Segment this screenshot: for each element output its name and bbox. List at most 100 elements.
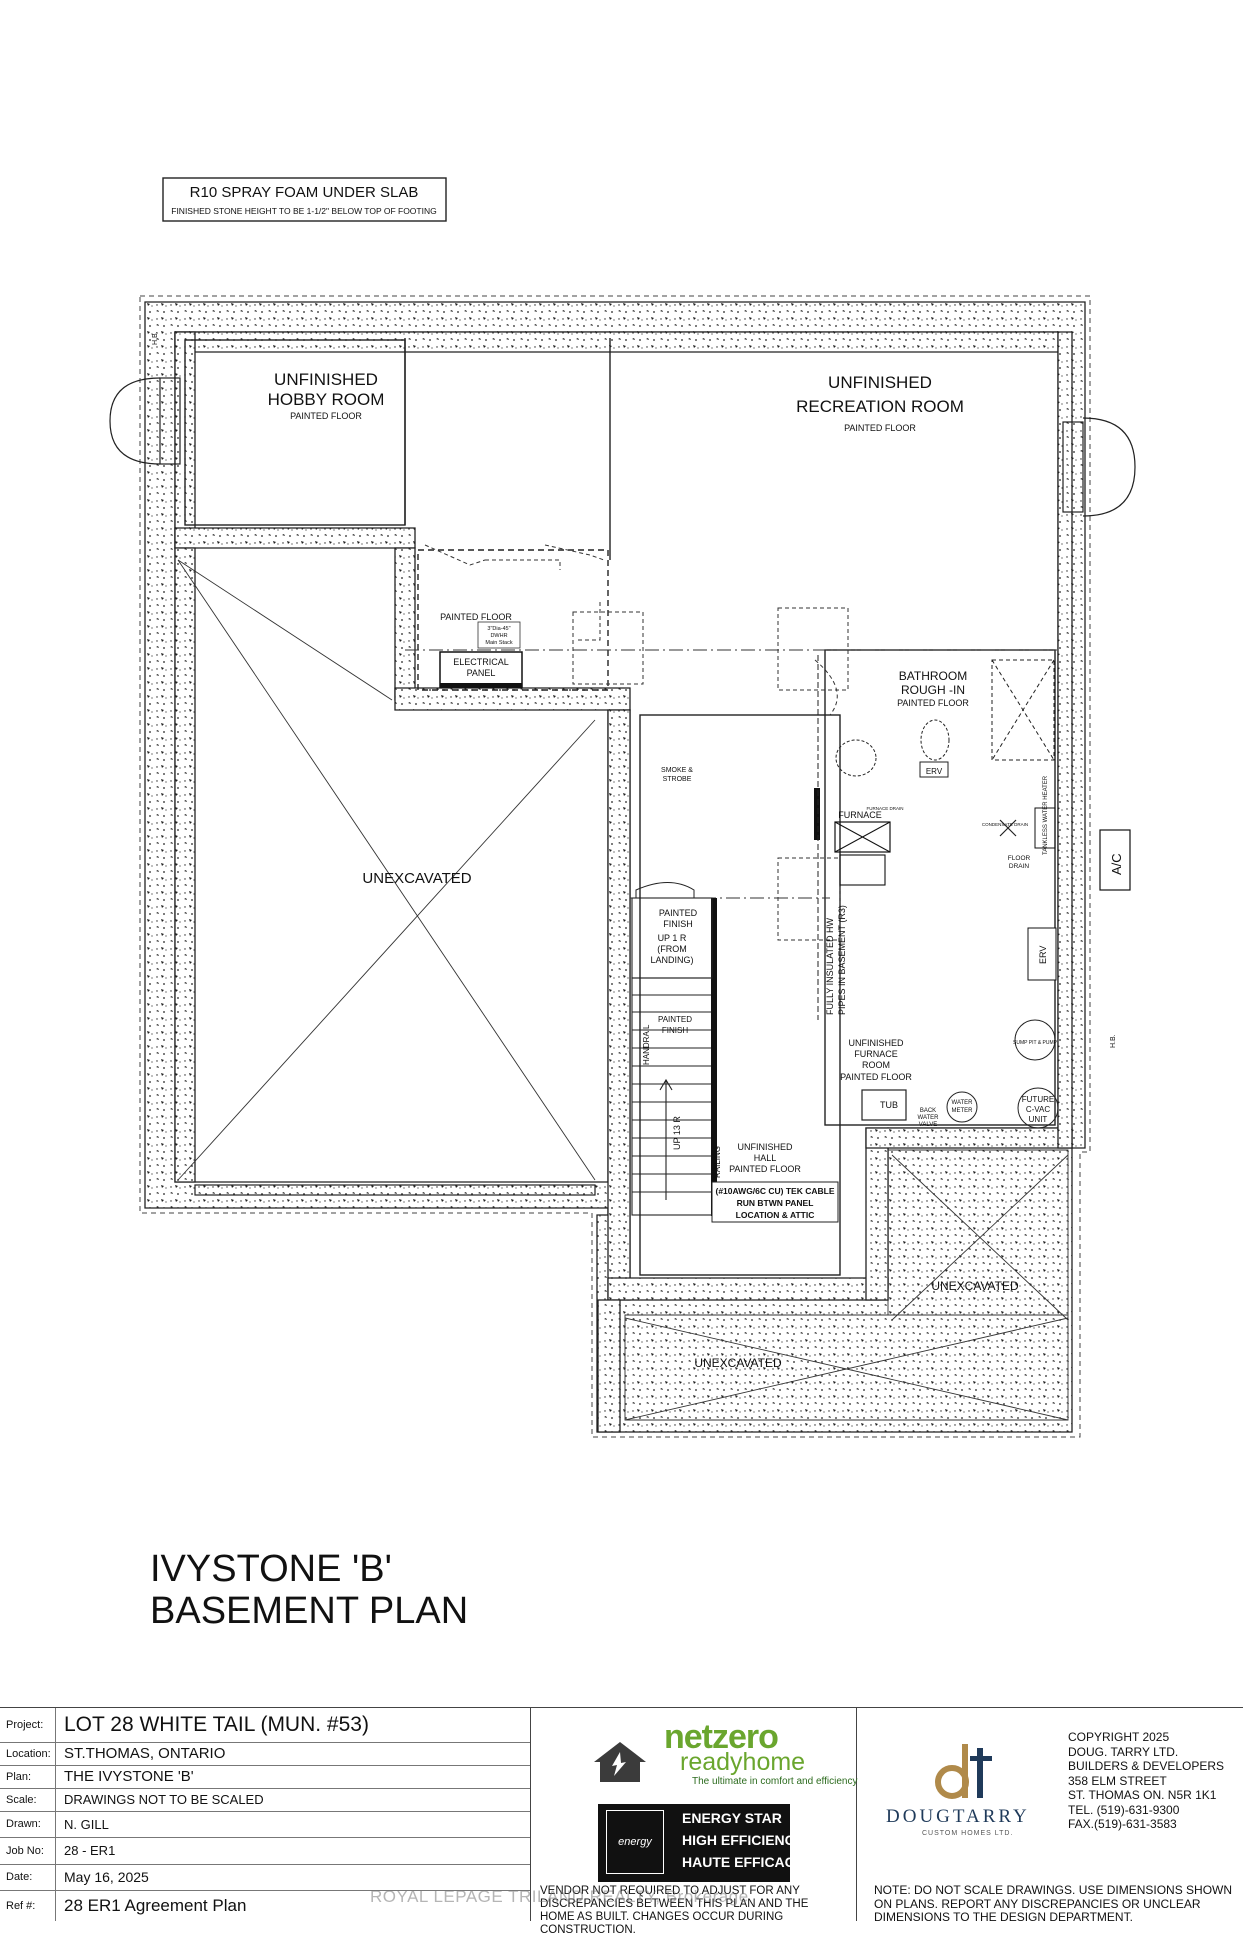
tb-key: Project:: [0, 1708, 56, 1742]
window-left: [109, 377, 181, 465]
railing-label: RAILING: [713, 1146, 722, 1178]
rec-room-label-2: RECREATION ROOM: [796, 397, 964, 416]
tb-value: 28 - ER1: [64, 1843, 116, 1858]
ac-unit: [1099, 829, 1131, 891]
landing: [631, 897, 713, 979]
copyright-line: COPYRIGHT 2025: [1068, 1730, 1170, 1744]
hobby-room-floor: PAINTED FLOOR: [290, 411, 362, 421]
unexcavated-bottom-outline: [624, 1314, 1069, 1421]
tb-row-project: Project: LOT 28 WHITE TAIL (MUN. #53): [0, 1708, 530, 1743]
furnace-label: FURNACE: [838, 810, 882, 820]
tb-key: Ref #:: [0, 1890, 56, 1921]
drawing-title-1: IVYSTONE 'B': [150, 1548, 392, 1590]
spec-note-box: [162, 177, 447, 222]
footing-outline: [139, 295, 1091, 1438]
copyright-line: ST. THOMAS ON. N5R 1K1: [1068, 1788, 1217, 1802]
unexcavated-left-cross: [177, 559, 596, 1181]
readyhome-word: readyhome: [680, 1748, 806, 1776]
railing-bar: [711, 898, 717, 1216]
smoke-label-2: STROBE: [663, 776, 692, 783]
furnace-unit: [834, 821, 891, 853]
copyright-line: BUILDERS & DEVELOPERS: [1068, 1759, 1225, 1773]
handrail-bar: [814, 788, 820, 840]
rec-room-floor: PAINTED FLOOR: [844, 423, 916, 433]
up1r-label-1: UP 1 R: [658, 933, 687, 943]
drawing-title-2: BASEMENT PLAN: [150, 1590, 468, 1632]
energy-star-line-2: HIGH EFFICIENCY: [682, 1832, 805, 1848]
furnace-drain-label: FURNACE DRAIN: [866, 806, 903, 811]
painted-finish-label-1: PAINTED: [659, 908, 698, 918]
tb-value: May 16, 2025: [64, 1869, 149, 1885]
floor-drain-icon: [999, 819, 1017, 837]
erv-unit: [1027, 927, 1057, 981]
tb-value: THE IVYSTONE 'B': [64, 1768, 194, 1785]
tb-value: DRAWINGS NOT TO BE SCALED: [64, 1792, 264, 1807]
rec-room-label-1: UNFINISHED: [828, 373, 932, 392]
backwater-label-3: VALVE: [919, 1122, 937, 1128]
cable-note-box: [711, 1181, 839, 1223]
staircase: [631, 977, 713, 1216]
furnace-room-label-2: FURNACE: [854, 1049, 898, 1059]
tankless-heater: [1034, 807, 1056, 849]
hobby-room-label-2: HOBBY ROOM: [268, 390, 385, 409]
column-pad: [777, 607, 849, 691]
door-swings: [424, 544, 838, 716]
dwhr-label-3: Main Stack: [485, 640, 512, 646]
interior-walls: [184, 338, 1056, 1276]
netzero-tagline: The ultimate in comfort and efficiency: [692, 1776, 858, 1787]
tb-row-drawn: Drawn: N. GILL: [0, 1811, 530, 1838]
erv-bath-box: [919, 761, 949, 778]
tb-value: ST.THOMAS, ONTARIO: [64, 1745, 226, 1762]
tb-row-scale: Scale: DRAWINGS NOT TO BE SCALED: [0, 1788, 530, 1812]
window-right: [1062, 417, 1136, 517]
unexcavated-left-label: UNEXCAVATED: [362, 870, 471, 887]
bathroom-label-2: ROUGH -IN: [901, 683, 965, 697]
hose-bib-label: H.B.: [1110, 1034, 1117, 1048]
tb-row-location: Location: ST.THOMAS, ONTARIO: [0, 1742, 530, 1766]
dougtarry-subtitle: CUSTOM HOMES LTD.: [922, 1830, 1014, 1837]
tb-key: Scale:: [0, 1788, 56, 1811]
electrical-panel-label-2: PANEL: [467, 668, 496, 678]
painted-finish-stair-2: FINISH: [662, 1026, 688, 1035]
up1r-label-3: LANDING): [650, 955, 693, 965]
up1r-label-2: (FROM: [657, 944, 687, 954]
electrical-panel-base: [440, 683, 522, 688]
foundation-walls: [144, 301, 1086, 1433]
sump-label: SUMP PIT & PUMP: [1013, 1040, 1058, 1046]
floor-drain-label-1: FLOOR: [1008, 855, 1031, 862]
shower-diagonal: [991, 659, 1055, 761]
cable-label-1: (#10AWG/6C CU) TEK CABLE: [715, 1186, 834, 1196]
erv-label: ERV: [1038, 946, 1048, 964]
copyright-block: COPYRIGHT 2025 DOUG. TARRY LTD. BUILDERS…: [1068, 1730, 1224, 1832]
furnace-room-floor: PAINTED FLOOR: [840, 1072, 912, 1082]
painted-floor-label: PAINTED FLOOR: [440, 612, 512, 622]
tb-key: Date:: [0, 1864, 56, 1890]
tb-key: Plan:: [0, 1765, 56, 1788]
painted-finish-label-2: FINISH: [663, 919, 693, 929]
tb-row-date: Date: May 16, 2025: [0, 1864, 530, 1891]
tb-key: Job No:: [0, 1837, 56, 1864]
condensate-label: CONDENSATE DRAIN: [982, 822, 1028, 827]
hall-floor: PAINTED FLOOR: [729, 1164, 801, 1174]
water-meter-icon: [946, 1091, 978, 1123]
hall-label-1: UNFINISHED: [737, 1142, 793, 1152]
floor-drain-label-2: DRAIN: [1009, 863, 1030, 870]
ac-label: A/C: [1109, 853, 1124, 875]
title-block: Project: LOT 28 WHITE TAIL (MUN. #53) Lo…: [0, 1707, 1243, 1936]
cable-label-3: LOCATION & ATTIC: [736, 1210, 815, 1220]
tb-row-plan: Plan: THE IVYSTONE 'B': [0, 1765, 530, 1789]
dougtarry-name: DOUGTARRY: [886, 1806, 1030, 1827]
tb-row-ref: Ref #: 28 ER1 Agreement Plan: [0, 1890, 530, 1921]
furnace-cross: [834, 821, 891, 853]
sink-icon: [835, 739, 877, 777]
unexcavated-right-label: UNEXCAVATED: [931, 1279, 1019, 1293]
cvac-label-3: UNIT: [1029, 1115, 1048, 1124]
netzero-word: netzero: [664, 1718, 779, 1756]
up13r-label: UP 13 R: [672, 1116, 682, 1150]
hobby-room-label-1: UNFINISHED: [274, 370, 378, 389]
laundry-tub: [861, 1089, 907, 1121]
tb-key: Drawn:: [0, 1811, 56, 1837]
hall-label-2: HALL: [754, 1153, 777, 1163]
netzero-logo: netzero readyhome The ultimate in comfor…: [590, 1718, 857, 1790]
